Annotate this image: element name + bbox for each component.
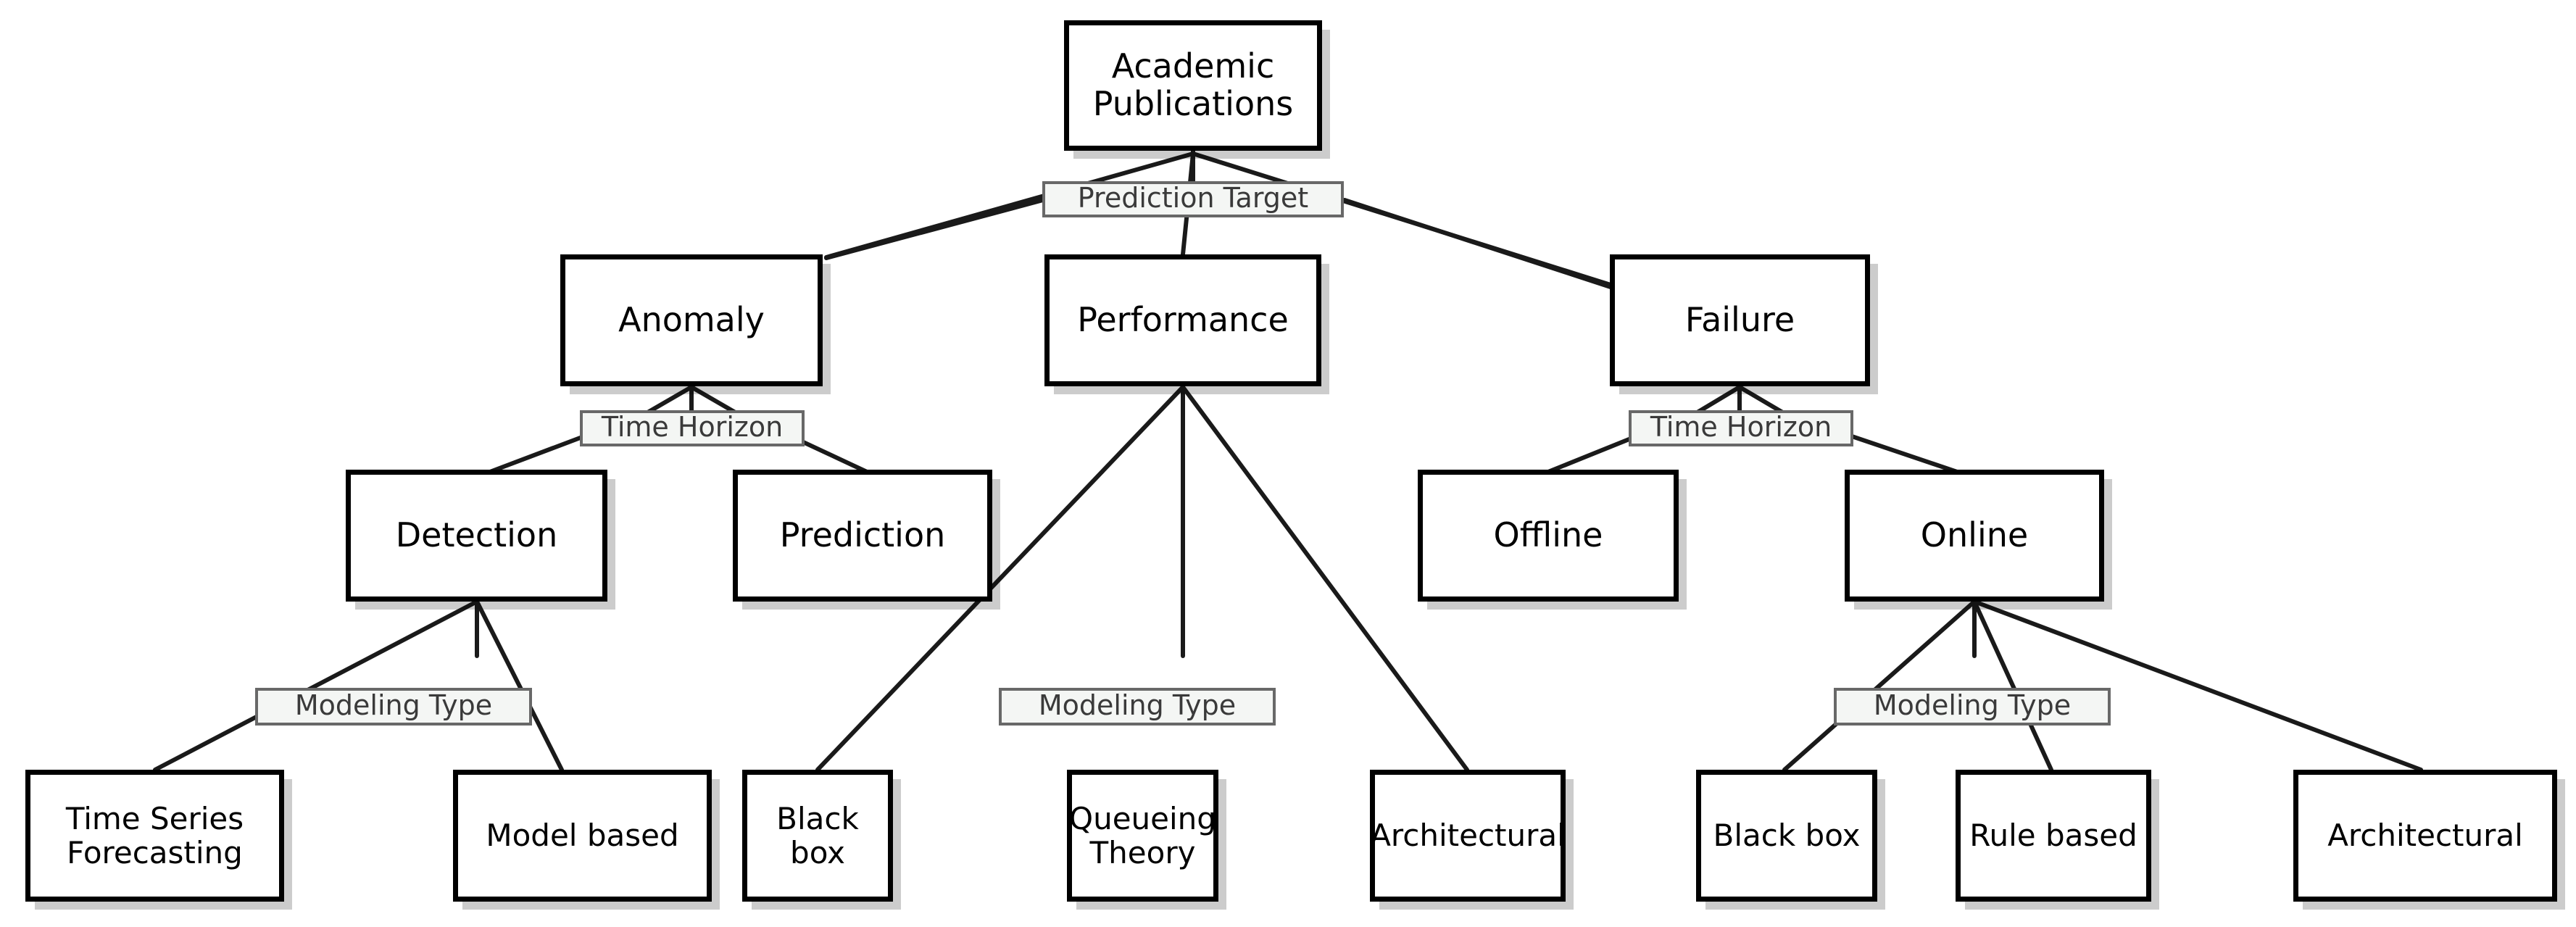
node-detection[interactable]: Detection	[346, 470, 607, 602]
node-label: Failure	[1684, 300, 1795, 340]
edge-hub-right-tail	[1342, 198, 1613, 289]
node-label: Detection	[395, 515, 558, 555]
node-performance-black-box[interactable]: Black box	[742, 770, 893, 902]
node-label: Black box	[1713, 818, 1861, 854]
node-online-architectural[interactable]: Architectural	[2293, 770, 2557, 902]
node-rule-based[interactable]: Rule based	[1956, 770, 2151, 902]
node-academic-publications[interactable]: Academic Publications	[1064, 20, 1322, 151]
edge-online-to-rule-based	[1972, 599, 2053, 772]
node-label: Prediction	[779, 515, 946, 555]
edge-label-time-horizon-anomaly: Time Horizon	[580, 410, 805, 446]
edge-performance-to-architectural	[1181, 385, 1469, 772]
node-label: Black box	[776, 800, 859, 870]
node-label: Offline	[1493, 515, 1603, 555]
node-online-black-box[interactable]: Black box	[1696, 770, 1877, 902]
edge-detection-to-time-series	[153, 599, 479, 772]
edge-online-to-black-box	[1782, 599, 1977, 772]
node-label: Architectural	[2327, 818, 2523, 854]
edge-label-prediction-target: Prediction Target	[1042, 181, 1344, 217]
edge-label-modeling-type-online: Modeling Type	[1834, 688, 2111, 726]
edge-label-text: Modeling Type	[294, 689, 493, 721]
node-label: Online	[1920, 515, 2029, 555]
node-model-based[interactable]: Model based	[453, 770, 712, 902]
edge-label-text: Time Horizon	[601, 411, 784, 443]
edge-detection-to-model-based	[475, 599, 564, 772]
edge-label-text: Prediction Target	[1077, 182, 1309, 214]
node-label: Academic Publications	[1092, 46, 1294, 123]
node-failure[interactable]: Failure	[1610, 254, 1870, 386]
node-anomaly[interactable]: Anomaly	[560, 254, 823, 386]
edge-label-text: Modeling Type	[1038, 689, 1237, 721]
node-online[interactable]: Online	[1845, 470, 2104, 602]
node-label: Performance	[1077, 300, 1289, 340]
node-performance[interactable]: Performance	[1044, 254, 1321, 386]
edge-label-time-horizon-failure: Time Horizon	[1629, 410, 1853, 446]
node-label: Rule based	[1969, 818, 2137, 854]
edge-label-modeling-type-detection: Modeling Type	[255, 688, 532, 726]
edge-online-to-architectural	[1972, 599, 2423, 772]
node-prediction[interactable]: Prediction	[733, 470, 992, 602]
node-label: Model based	[486, 818, 679, 854]
node-performance-architectural[interactable]: Architectural	[1370, 770, 1566, 902]
edge-performance-to-black-box	[815, 385, 1185, 772]
node-offline[interactable]: Offline	[1418, 470, 1679, 602]
edge-hub-left-tail	[824, 198, 1045, 260]
edge-label-text: Time Horizon	[1650, 411, 1832, 443]
edge-label-text: Modeling Type	[1873, 689, 2072, 721]
node-label: Architectural	[1370, 818, 1566, 854]
node-label: Anomaly	[618, 300, 765, 340]
edge-label-modeling-type-performance: Modeling Type	[999, 688, 1276, 726]
